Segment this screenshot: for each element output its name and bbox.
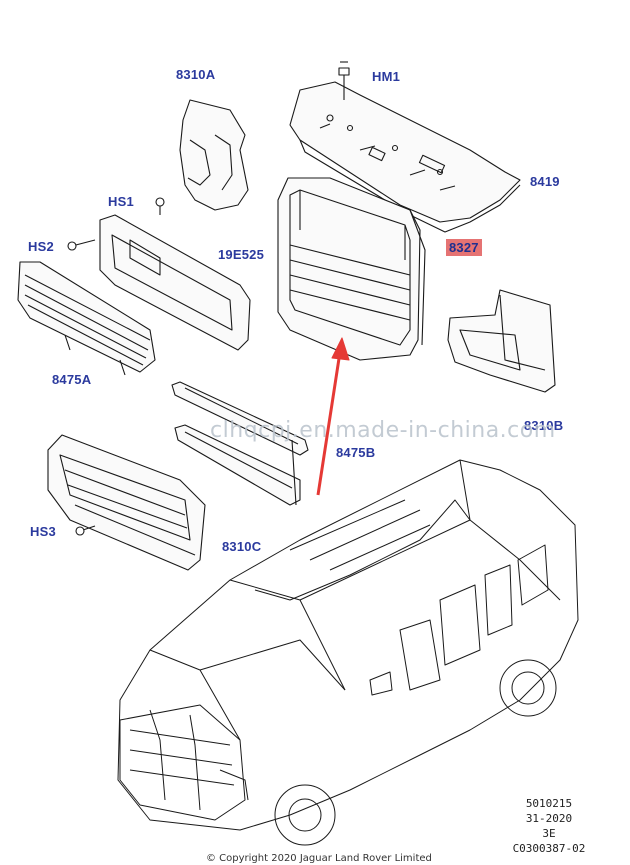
label-19e525[interactable]: 19E525 bbox=[218, 247, 265, 262]
watermark-text: clhqcpj.en.made-in-china.com bbox=[210, 418, 556, 443]
part-8310c-lower-grille bbox=[47, 434, 206, 571]
label-hs1[interactable]: HS1 bbox=[108, 194, 134, 209]
bolt-hm1 bbox=[338, 61, 350, 100]
copyright-text: © Copyright 2020 Jaguar Land Rover Limit… bbox=[206, 853, 432, 864]
label-hm1[interactable]: HM1 bbox=[372, 69, 401, 84]
label-hs3[interactable]: HS3 bbox=[30, 524, 56, 539]
part-8475b-shutter-strips bbox=[171, 381, 309, 506]
part-8327-radiator-frame bbox=[277, 177, 426, 361]
label-8310a[interactable]: 8310A bbox=[176, 67, 216, 82]
label-8310c[interactable]: 8310C bbox=[222, 539, 262, 554]
ref-line-3: 3E bbox=[542, 827, 556, 840]
ref-line-1: 5010215 bbox=[525, 797, 573, 810]
label-8475b[interactable]: 8475B bbox=[336, 445, 376, 460]
label-hs2[interactable]: HS2 bbox=[28, 239, 54, 254]
vehicle-illustration bbox=[117, 459, 579, 846]
label-8310b[interactable]: 8310B bbox=[524, 418, 564, 433]
bolt-hs3 bbox=[75, 525, 96, 536]
bolt-hs2 bbox=[67, 239, 96, 251]
label-8475a[interactable]: 8475A bbox=[52, 372, 92, 387]
ref-line-4: C0300387-02 bbox=[512, 842, 586, 855]
part-8475a-shutter bbox=[17, 261, 156, 376]
label-8327[interactable]: 8327 bbox=[446, 239, 482, 256]
label-8419[interactable]: 8419 bbox=[530, 174, 560, 189]
part-8310a-deflector bbox=[179, 99, 249, 211]
part-8419-top-panel bbox=[289, 81, 521, 233]
part-8310b-deflector bbox=[447, 289, 556, 393]
part-grille-mount-frame bbox=[99, 197, 251, 351]
indicator-arrow bbox=[316, 337, 350, 496]
ref-line-2: 31-2020 bbox=[525, 812, 573, 825]
